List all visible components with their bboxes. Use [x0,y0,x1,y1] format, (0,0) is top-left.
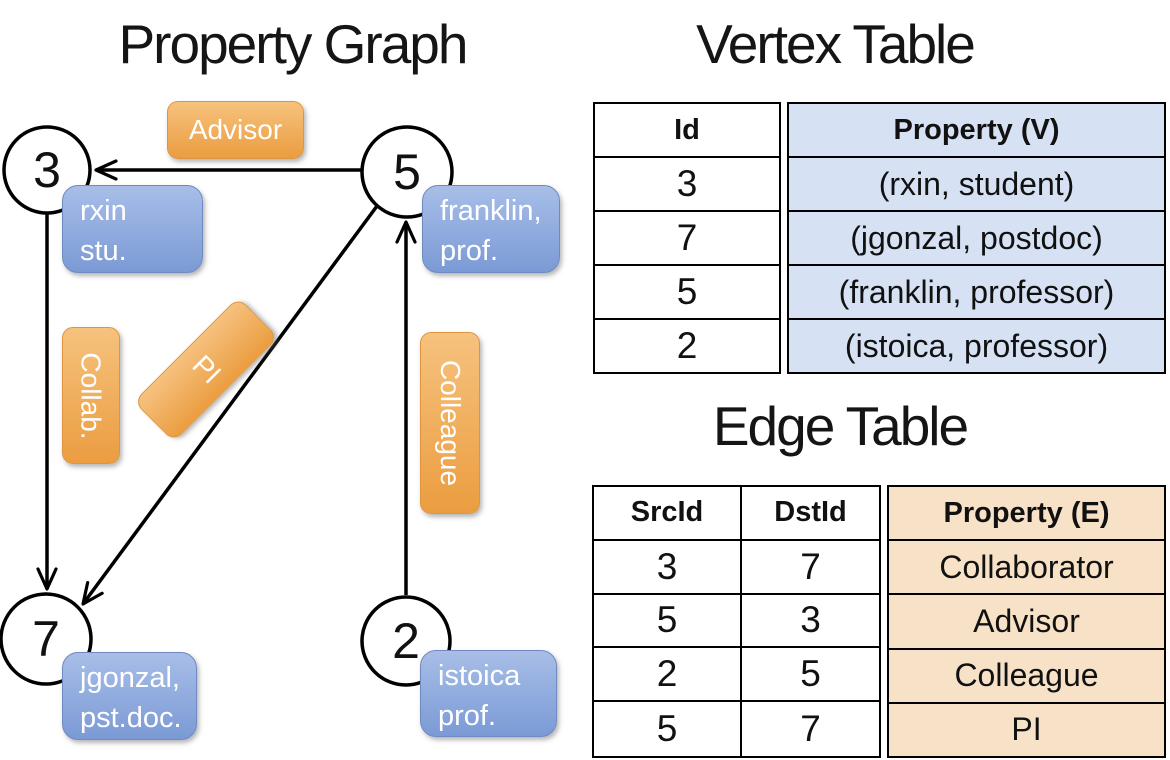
edge-table-property-row-2: Colleague [889,647,1164,702]
edge-table-src-row-0: 3 [594,540,742,595]
edge-label-collab-text: Collab. [76,351,108,440]
edge-table-title: Edge Table [712,395,969,457]
vertex-table-property-row-1: (jgonzal, postdoc) [789,210,1164,264]
edge-table-property-row-0: Collaborator [889,539,1164,593]
node-id-3: 3 [33,142,61,198]
vertex-label-istoica: istoica prof. [420,650,557,737]
edge-table-dst-row-2: 5 [742,648,879,703]
edge-table-property-row-1: Advisor [889,593,1164,647]
edge-label-collab: Collab. [62,327,120,464]
vertex-label-franklin-line2: prof. [440,235,499,267]
vertex-table-property-column: Property (V) (rxin, student) (jgonzal, p… [787,102,1166,374]
vertex-table-id-row-1: 7 [595,210,779,264]
edge-table-src-row-1: 5 [594,594,742,649]
property-graph-title: Property Graph [118,13,468,75]
vertex-label-rxin-line2: stu. [80,235,127,267]
vertex-table-property-row-3: (istoica, professor) [789,318,1164,372]
vertex-table-property-header: Property (V) [893,113,1060,146]
vertex-table-property-row-2: (franklin, professor) [789,264,1164,318]
edge-label-advisor: Advisor [167,101,304,159]
vertex-table-id-row-3: 2 [595,318,779,372]
vertex-label-istoica-line2: prof. [438,700,497,732]
edge-label-advisor-text: Advisor [188,114,283,145]
vertex-label-franklin: franklin, prof. [422,185,560,273]
vertex-table-id-column: Id 3 7 5 2 [593,102,781,374]
vertex-table-id-header: Id [674,113,700,146]
vertex-label-rxin-line1: rxin [80,195,127,227]
edge-table-src-row-2: 2 [594,648,742,703]
edge-table-property-column: Property (E) Collaborator Advisor Collea… [887,485,1166,758]
edge-table-dst-row-0: 7 [742,541,879,595]
vertex-label-jgonzal-line1: jgonzal, [80,662,180,694]
vertex-table-property-row-0: (rxin, student) [789,156,1164,210]
node-id-7: 7 [32,611,60,667]
vertex-table-id-row-0: 3 [595,156,779,210]
vertex-table-title: Vertex Table [696,13,976,75]
vertex-label-jgonzal: jgonzal, pst.doc. [62,652,197,740]
edge-table-src-row-3: 5 [594,702,742,756]
node-id-2: 2 [392,613,420,669]
edge-table-dst-row-3: 7 [800,708,821,750]
edge-table-id-columns: SrcId DstId 3 7 5 3 2 5 5 7 [592,485,881,758]
edge-table-srcid-header: SrcId [594,487,742,541]
vertex-label-jgonzal-line2: pst.doc. [80,702,182,734]
edge-table-dstid-header: DstId [742,487,879,541]
node-id-5: 5 [393,144,421,200]
edge-table-property-row-3: PI [889,701,1164,756]
vertex-label-istoica-line1: istoica [438,660,521,692]
edge-label-colleague-text: Colleague [435,359,467,487]
edge-arrow-5-to-7 [81,204,379,606]
edge-table-dst-row-1: 3 [742,595,879,649]
vertex-label-franklin-line1: franklin, [440,195,542,227]
edge-table-property-header: Property (E) [943,496,1110,529]
vertex-label-rxin: rxin stu. [62,185,203,273]
edge-label-colleague: Colleague [420,332,480,514]
vertex-table-id-row-2: 5 [595,264,779,318]
edge-label-pi-text: PI [186,348,227,390]
